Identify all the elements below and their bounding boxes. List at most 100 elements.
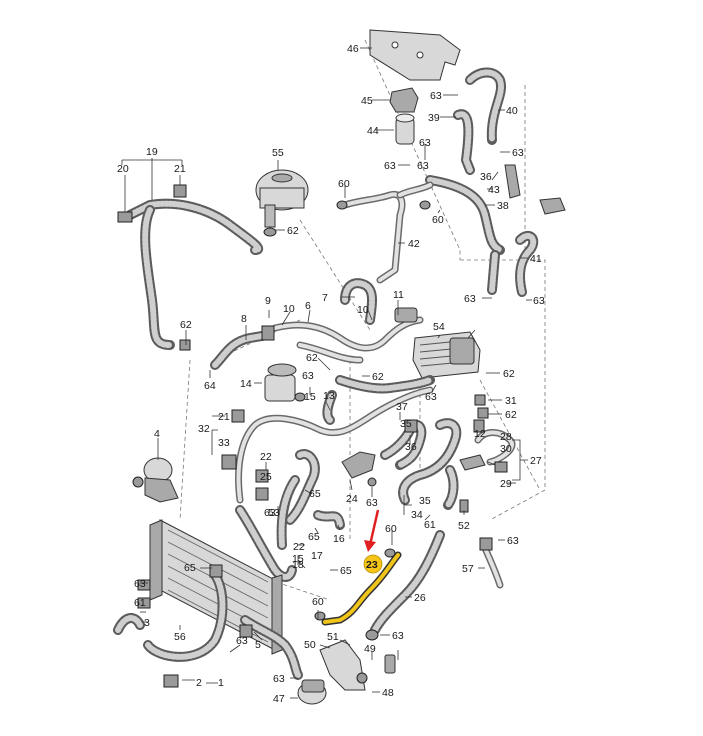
hose-group-34 xyxy=(380,418,486,510)
sensor-49 xyxy=(384,654,396,674)
label-63f: 63 xyxy=(464,293,476,305)
label-30: 30 xyxy=(500,443,512,455)
label-40: 40 xyxy=(506,105,518,117)
label-65d: 65 xyxy=(184,562,196,574)
label-47: 47 xyxy=(273,693,285,705)
label-60b: 60 xyxy=(432,214,444,226)
label-64: 64 xyxy=(204,380,216,392)
label-21b: 21 xyxy=(218,411,230,423)
label-15a: 15 xyxy=(304,391,316,403)
label-12: 12 xyxy=(474,428,486,440)
clamp-12 xyxy=(473,419,485,433)
label-63a: 63 xyxy=(430,90,442,102)
label-34: 34 xyxy=(411,509,423,521)
label-53: 53 xyxy=(268,507,280,519)
pump-14 xyxy=(264,363,306,402)
label-44: 44 xyxy=(367,125,379,137)
label-35a: 35 xyxy=(400,418,412,430)
thermostat-housing-45 xyxy=(389,87,419,113)
label-32: 32 xyxy=(198,423,210,435)
label-10a: 10 xyxy=(283,303,295,315)
label-1: 1 xyxy=(218,677,224,689)
label-5: 5 xyxy=(255,639,261,651)
label-37: 37 xyxy=(396,401,408,413)
label-60d: 60 xyxy=(312,596,324,608)
label-63d: 63 xyxy=(512,147,524,159)
label-10b: 10 xyxy=(357,304,369,316)
coolant-pipe-6 xyxy=(271,307,424,364)
label-6: 6 xyxy=(305,300,311,312)
label-63e: 63 xyxy=(417,160,429,172)
highlighted-pipe-23 xyxy=(314,548,402,626)
label-18: 18 xyxy=(292,559,304,571)
label-61: 61 xyxy=(424,519,436,531)
label-62f: 62 xyxy=(505,409,517,421)
auxiliary-pump-4 xyxy=(132,457,179,503)
label-63h: 63 xyxy=(302,370,314,382)
label-49: 49 xyxy=(364,643,376,655)
label-36: 36 xyxy=(480,171,492,183)
label-61b: 61 xyxy=(134,597,146,609)
label-63o: 63 xyxy=(392,630,404,642)
label-13: 13 xyxy=(323,390,335,402)
label-45: 45 xyxy=(361,95,373,107)
label-46: 46 xyxy=(347,43,359,55)
hose-22 xyxy=(235,449,320,582)
label-65a: 65 xyxy=(309,488,321,500)
label-63c: 63 xyxy=(384,160,396,172)
label-63j: 63 xyxy=(366,497,378,509)
label-50: 50 xyxy=(304,639,316,651)
label-8: 8 xyxy=(241,313,247,325)
label-60c: 60 xyxy=(385,523,397,535)
hose-42 xyxy=(336,181,434,284)
pump-47 xyxy=(297,679,327,705)
label-63k: 63 xyxy=(507,535,519,547)
label-48: 48 xyxy=(382,687,394,699)
label-29: 29 xyxy=(500,478,512,490)
label-63l: 63 xyxy=(264,507,276,519)
label-33: 33 xyxy=(218,437,230,449)
label-65b: 65 xyxy=(308,531,320,543)
label-27: 27 xyxy=(530,455,542,467)
label-55: 55 xyxy=(272,147,284,159)
label-39: 39 xyxy=(428,112,440,124)
label-35b: 35 xyxy=(419,495,431,507)
label-14: 14 xyxy=(240,378,252,390)
hose-8 xyxy=(210,325,275,370)
label-28: 28 xyxy=(500,431,512,443)
valve-24 xyxy=(341,451,377,487)
label-24: 24 xyxy=(346,493,358,505)
valve-44 xyxy=(395,113,415,145)
label-23: 23 xyxy=(366,559,378,571)
label-60a: 60 xyxy=(338,178,350,190)
label-41: 41 xyxy=(530,253,542,265)
label-63g: 63 xyxy=(533,295,545,307)
label-51: 51 xyxy=(327,631,339,643)
leader-lines xyxy=(121,47,532,699)
coolant-pipe-32 xyxy=(231,386,434,504)
label-19: 19 xyxy=(146,146,158,158)
label-62a: 62 xyxy=(287,225,299,237)
label-42: 42 xyxy=(408,238,420,250)
label-7: 7 xyxy=(322,292,328,304)
label-17: 17 xyxy=(311,550,323,562)
label-36b: 36 xyxy=(405,441,417,453)
bracket-46 xyxy=(369,29,461,81)
label-56: 56 xyxy=(174,631,186,643)
label-65c: 65 xyxy=(340,565,352,577)
label-26: 26 xyxy=(414,592,426,604)
red-pointer-arrow xyxy=(364,509,380,552)
label-16: 16 xyxy=(333,533,345,545)
label-22a: 22 xyxy=(260,451,272,463)
label-2: 2 xyxy=(196,677,202,689)
label-52: 52 xyxy=(458,520,470,532)
bracket-48 xyxy=(319,639,368,691)
label-25: 25 xyxy=(260,471,272,483)
hose-33 xyxy=(221,454,237,470)
label-63m: 63 xyxy=(134,578,146,590)
hose-19 xyxy=(117,184,264,351)
label-9: 9 xyxy=(265,295,271,307)
hose-group-top-right xyxy=(425,67,566,297)
part-23-badge[interactable]: 23 xyxy=(363,554,383,574)
heat-exchanger-54 xyxy=(412,331,481,379)
